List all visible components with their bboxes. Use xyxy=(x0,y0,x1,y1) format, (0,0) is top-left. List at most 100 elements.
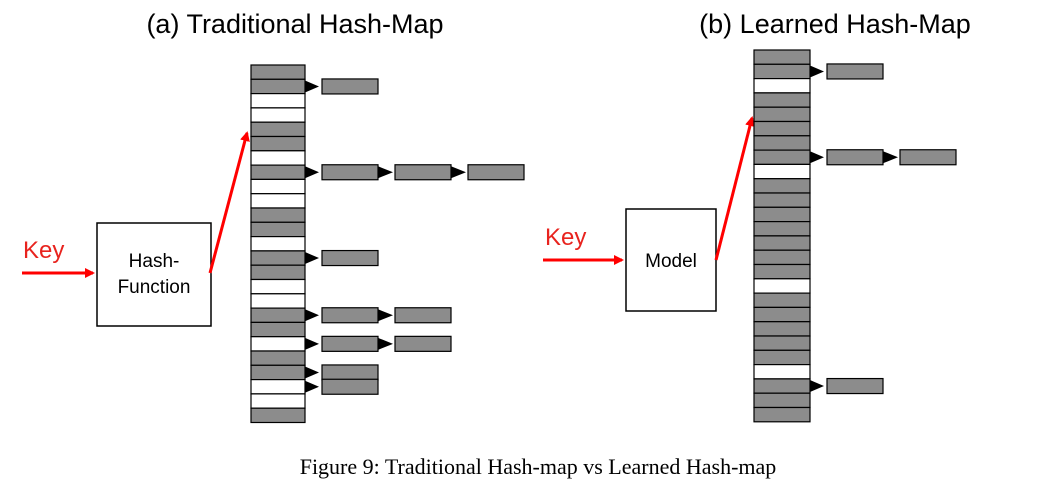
panel-a-slot-filled xyxy=(250,164,306,181)
panel-a-pointer-arrow xyxy=(305,166,319,179)
panel-a-slot-empty xyxy=(250,107,306,123)
panel-a-slot-filled xyxy=(250,64,306,80)
panel-a-chain-node xyxy=(467,164,525,181)
panel-b-chain-node xyxy=(826,377,884,395)
panel-a-chain-node xyxy=(394,307,452,324)
panel-a-chain-node xyxy=(321,364,379,381)
model-label: Model xyxy=(645,251,697,272)
panel-b-slot-filled xyxy=(753,178,811,194)
panel-a-slot-empty xyxy=(250,393,306,409)
model-box xyxy=(625,208,717,312)
panel-a-slot-empty xyxy=(250,193,306,209)
panel-traditional-hash-map: (a) Traditional Hash-Map Key Hash- Funct… xyxy=(22,9,525,424)
panel-b-slot-empty xyxy=(753,77,811,94)
panel-a-slot-filled xyxy=(250,207,306,223)
panel-b-slot-filled xyxy=(753,49,811,65)
panel-b-slot-filled xyxy=(753,349,811,366)
panel-a-chain-node xyxy=(321,335,379,352)
panel-b-chain-node xyxy=(826,149,884,166)
panel-a-slot-empty xyxy=(250,178,306,195)
panel-b-slot-filled xyxy=(753,135,811,151)
hash-function-box xyxy=(96,222,212,327)
panel-b-chain-node xyxy=(826,63,884,80)
panel-b-slot-filled xyxy=(753,120,811,137)
panel-b-slot-filled xyxy=(753,192,811,208)
panel-a-slot-filled xyxy=(250,321,306,338)
panel-a-pointer-arrow xyxy=(305,252,319,265)
panel-a-slot-filled xyxy=(250,264,306,281)
panel-b-slot-filled xyxy=(753,92,811,108)
panel-a-slot-empty xyxy=(250,336,306,352)
panel-a-chain-node xyxy=(321,78,379,95)
panel-a-slot-empty xyxy=(250,236,306,252)
panel-a-pointer-arrow xyxy=(305,380,319,393)
panel-b-pointer-arrow xyxy=(810,380,824,393)
panel-b-slot-filled xyxy=(753,378,811,394)
panel-b-slot-empty xyxy=(753,163,811,180)
panel-b-slot-filled xyxy=(753,335,811,351)
panel-a-link-arrow xyxy=(378,166,393,179)
panel-b-slot-filled xyxy=(753,106,811,123)
panel-b-pointer-arrow xyxy=(810,65,824,78)
panel-b-key-label: Key xyxy=(545,224,586,251)
panel-a-chains xyxy=(305,78,525,395)
panel-a-link-arrow xyxy=(378,309,393,322)
panel-a-pointer-arrow xyxy=(305,366,319,379)
panel-b-slot-filled xyxy=(753,206,811,223)
panel-a-chain-node xyxy=(321,164,379,181)
panel-a-pointer-arrow xyxy=(305,80,319,93)
panel-b-slot-filled xyxy=(753,235,811,251)
panel-a-pointer-arrow xyxy=(305,309,319,322)
panel-a-pointer-arrow xyxy=(305,337,319,350)
hash-function-label-line2: Function xyxy=(118,277,191,298)
panel-a-slot-empty xyxy=(250,278,306,295)
panel-a-chain-node xyxy=(394,335,452,352)
panel-a-slot-filled xyxy=(250,221,306,238)
panel-a-hash-arrow xyxy=(208,131,250,274)
panel-a-link-arrow xyxy=(378,337,393,350)
panel-b-slot-filled xyxy=(753,306,811,323)
panel-b-slot-empty xyxy=(753,278,811,294)
panel-a-chain-node xyxy=(321,249,379,267)
figure-caption: Figure 9: Traditional Hash-map vs Learne… xyxy=(300,454,777,479)
panel-a-slot-empty xyxy=(250,379,306,395)
panel-a-slot-filled xyxy=(250,78,306,95)
panel-a-slot-empty xyxy=(250,150,306,166)
panel-a-slot-filled xyxy=(250,135,306,152)
panel-a-chain-node xyxy=(321,378,379,395)
panel-a-slot-filled xyxy=(250,407,306,424)
panel-a-slot-filled xyxy=(250,250,306,266)
panel-b-title: (b) Learned Hash-Map xyxy=(699,9,971,39)
panel-a-slot-filled xyxy=(250,121,306,138)
panel-b-slot-filled xyxy=(753,263,811,280)
hash-function-label-line1: Hash- xyxy=(129,251,180,272)
panel-b-chains xyxy=(810,63,957,395)
panel-a-slot-filled xyxy=(250,350,306,366)
panel-b-chain-node xyxy=(899,149,957,166)
panel-a-slot-filled xyxy=(250,307,306,324)
panel-a-slot-empty xyxy=(250,293,306,309)
panel-b-model-arrow xyxy=(714,116,755,261)
panel-learned-hash-map: (b) Learned Hash-Map Key Model xyxy=(543,9,971,423)
panel-a-key-label: Key xyxy=(23,237,64,264)
panel-a-chain-node xyxy=(394,164,452,181)
panel-b-slot-filled xyxy=(753,292,811,309)
panel-b-slot-filled xyxy=(753,249,811,266)
panel-a-slot-filled xyxy=(250,364,306,381)
panel-a-chain-node xyxy=(321,307,379,324)
panel-b-pointer-arrow xyxy=(810,151,824,164)
panel-b-slot-filled xyxy=(753,149,811,166)
panel-a-title: (a) Traditional Hash-Map xyxy=(146,9,443,39)
panel-b-link-arrow xyxy=(883,151,898,164)
panel-a-link-arrow xyxy=(451,166,466,179)
panel-b-slot-array xyxy=(753,49,811,423)
panel-b-slot-empty xyxy=(753,364,811,380)
panel-b-slot-filled xyxy=(753,221,811,237)
panel-b-slot-filled xyxy=(753,406,811,423)
panel-a-slot-array xyxy=(250,64,306,424)
panel-b-slot-filled xyxy=(753,63,811,80)
panel-b-slot-filled xyxy=(753,321,811,337)
panel-b-slot-filled xyxy=(753,392,811,409)
panel-a-slot-empty xyxy=(250,92,306,109)
